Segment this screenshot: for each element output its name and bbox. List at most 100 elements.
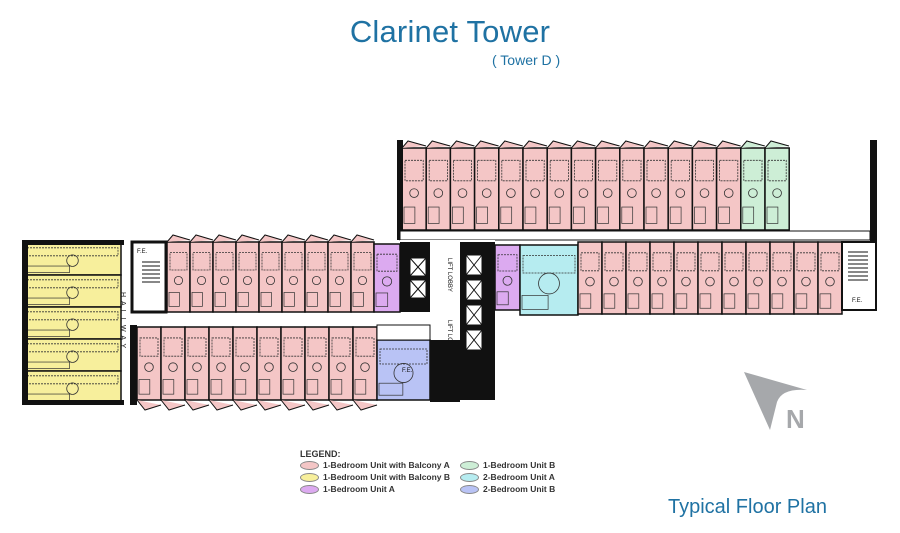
bed-outline [353,252,372,271]
unit-balA [577,241,603,315]
bath-outline [354,379,367,395]
bath-outline [524,206,537,224]
bed-outline [700,252,720,272]
bed-outline [211,337,231,357]
bed-outline [283,337,303,357]
bath-outline [214,292,226,307]
balcony [546,140,572,149]
legend-swatch [460,460,479,470]
balcony [716,140,741,149]
unit-balA [350,241,375,313]
bed-outline [522,255,576,274]
page-subtitle: ( Tower D ) [492,52,561,68]
hallway-strip [399,230,871,241]
unit-balA [673,241,699,315]
table-outline [66,286,79,299]
legend-label: 2-Bedroom Unit A [483,472,555,482]
bath-outline [579,293,592,309]
table-outline [602,188,613,198]
bath-outline [819,293,832,309]
bath-outline [723,293,736,309]
table-outline [311,275,322,286]
legend-item: 2-Bedroom Unit A [460,472,580,482]
unit-fill [817,241,843,315]
page-title: Clarinet Tower [349,14,551,49]
unit-balA [401,147,427,231]
unit-fill [352,326,378,401]
unit-fill [649,241,675,315]
elevator-x [465,304,483,326]
bath-outline [675,293,688,309]
bath-outline [306,379,319,395]
table-outline [219,275,230,286]
unit-fill [23,338,122,372]
bath-outline [191,292,203,307]
bed-outline [574,159,594,182]
table-outline [168,362,178,372]
bed-outline [748,252,768,272]
bath-outline [258,379,271,395]
plan-title: Typical Floor Plan [668,496,827,518]
unit-balA [184,326,210,401]
table-outline [554,188,565,198]
balcony [235,234,260,243]
unit-fill [425,147,452,231]
bath-outline [500,206,513,224]
table-outline [538,272,560,295]
bath-outline [186,379,199,395]
table-outline [578,188,589,198]
balcony [136,399,162,411]
balcony [328,399,354,411]
unit-balA [166,241,191,313]
bed-outline [235,337,255,357]
balcony [692,140,717,149]
wall [130,325,137,405]
unit-fill [673,241,699,315]
bath-outline [476,206,488,224]
bath-outline [603,293,616,309]
balcony [619,140,644,149]
bath-outline [138,379,151,395]
table-outline [777,276,787,287]
unit-balA [449,147,476,231]
bath-outline [694,206,706,224]
table-outline [264,362,274,372]
unit-balA [160,326,186,401]
bed-outline [767,159,787,182]
table-outline [288,275,299,286]
legend-item: 1-Bedroom Unit with Balcony B [300,472,460,482]
table-outline [242,275,253,286]
legend-item: 1-Bedroom Unit B [460,460,580,470]
unit-b2B [376,339,431,401]
bath-outline [645,206,658,224]
bed-outline [215,252,234,271]
table-outline [723,188,734,198]
table-outline [699,188,710,198]
unit-balB [23,370,122,404]
table-outline [433,188,444,198]
fire-exit-room [376,324,431,341]
balcony [166,234,191,243]
unit-balA [136,326,162,401]
bed-outline [284,252,303,271]
table-outline [66,318,79,331]
bed-outline [598,159,618,182]
unit-fill [721,241,747,315]
unit-fill [304,326,330,401]
hallway-label: HALLWAY [119,292,126,352]
bath-outline [403,206,416,224]
table-outline [381,276,393,287]
legend-swatch [460,472,479,482]
bed-outline [307,337,327,357]
unit-balA [258,241,283,313]
legend-swatch [460,484,479,494]
table-outline [336,362,346,372]
bed-outline [307,252,326,271]
unit-balA [235,241,260,313]
bath-outline [669,206,682,224]
unit-b2A [519,244,579,316]
bath-outline [496,291,509,306]
bath-outline [427,206,440,224]
